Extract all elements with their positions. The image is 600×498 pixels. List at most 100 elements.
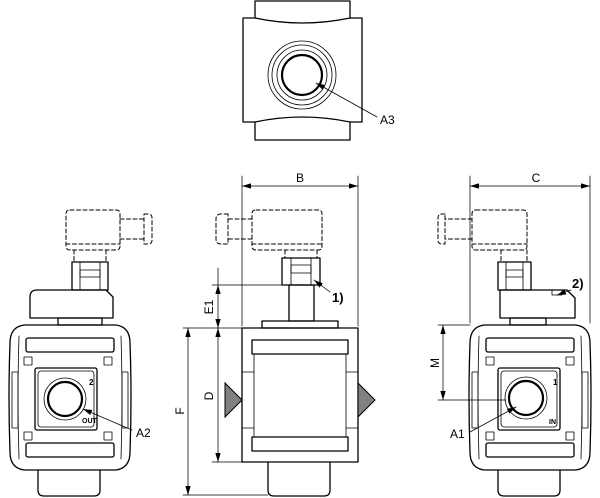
right-mounting-hole [565, 356, 575, 366]
right-body-inner-contour [477, 335, 583, 460]
port-a2-flange-inner [37, 370, 95, 428]
port-a2-marking: OUT [82, 418, 98, 425]
right-body-upper-slot [485, 337, 575, 353]
flow-direction-arrow-in-icon [224, 381, 243, 419]
right-body-bottom-block [497, 469, 561, 497]
port-a3-bore [280, 53, 324, 97]
right-body-side-tab [581, 371, 589, 429]
plug-skirt [500, 249, 528, 263]
left-plug-connector [65, 209, 153, 263]
left-body-side-tab [11, 371, 19, 429]
front-view-right [437, 209, 592, 497]
left-mounting-hole [103, 356, 113, 366]
dimension-c-label: C [532, 171, 541, 185]
side-plug-connector [215, 209, 323, 259]
left-body-bottom-block [37, 469, 101, 497]
top-view [242, 0, 378, 141]
dimension-m [437, 324, 507, 401]
left-body-outline [8, 324, 132, 471]
side-coil-base-plate [261, 320, 339, 329]
ref-1-leader [313, 279, 331, 293]
plug-skirt [73, 249, 107, 263]
left-lock-nut [71, 261, 109, 291]
left-body-lower-slot [25, 442, 115, 458]
plug-housing [471, 209, 528, 251]
right-lock-nut [497, 261, 532, 291]
port-a1-leader [469, 406, 517, 433]
plug-cable-cap [437, 213, 446, 245]
port-a2-number: 2 [89, 378, 94, 387]
dimension-e1-d-f [182, 267, 323, 496]
side-body-bottom-block [267, 461, 331, 497]
right-lock-nut-flat [505, 269, 524, 278]
dimension-c [469, 175, 591, 324]
left-coil-base-plate [57, 317, 103, 326]
right-coil-notch [551, 289, 563, 296]
side-body-lower-slot [251, 436, 349, 452]
ref-1-label: 1) [332, 290, 344, 305]
plug-cable [227, 218, 253, 240]
right-mounting-hole [485, 356, 495, 366]
port-a3-label: A3 [380, 113, 395, 127]
plug-cable-cap [143, 213, 153, 245]
side-armature-tube [288, 284, 315, 322]
right-mounting-hole [565, 431, 575, 441]
port-a1-bore [507, 379, 545, 417]
flow-direction-arrow-out-icon [357, 381, 376, 419]
port-a1-flange [497, 367, 561, 431]
plug-cable [119, 218, 145, 240]
left-mounting-hole [23, 431, 33, 441]
port-a1-marking: IN [549, 419, 556, 426]
port-a2-leader [82, 408, 133, 431]
right-body-outline [468, 324, 592, 471]
left-lock-nut-flat [79, 269, 101, 278]
top-view-lower-contour [254, 116, 351, 123]
dimension-m-label: M [428, 358, 442, 368]
side-body [241, 327, 359, 463]
port-a1-flange-inner [500, 370, 558, 428]
ref-2-leader [556, 289, 572, 296]
side-port-flange-right [345, 371, 359, 429]
side-view [215, 209, 359, 497]
dimension-e1-label: E1 [202, 299, 216, 314]
left-mounting-hole [103, 431, 113, 441]
port-a2-bore [46, 380, 84, 418]
dimension-d-label: D [202, 391, 216, 400]
left-body-side-tab [121, 371, 129, 429]
dimension-b [241, 175, 359, 327]
dimension-b-label: B [296, 171, 304, 185]
right-solenoid-coil [499, 289, 576, 319]
port-a1-label: A1 [450, 427, 465, 441]
side-port-flange-left [241, 371, 255, 429]
port-a1-outer-ring [504, 376, 548, 420]
port-a3-outer-ring [267, 40, 337, 110]
side-lock-nut-flat [290, 264, 312, 274]
left-body-upper-slot [25, 337, 115, 353]
ref-2-label: 2) [572, 276, 584, 291]
port-a3-leader [315, 82, 378, 118]
port-a2-outer-ring [43, 377, 87, 421]
port-a1-number: 1 [553, 378, 558, 387]
plug-housing [65, 209, 121, 251]
plug-housing [251, 209, 323, 251]
port-a2-flange [34, 367, 98, 431]
port-a3-middle-ring [271, 44, 333, 106]
port-a3-inner-ring [276, 49, 328, 101]
right-plug-connector [437, 209, 528, 263]
top-view-upper-contour [254, 17, 351, 24]
side-lock-nut [281, 257, 321, 286]
side-body-upper-slot [251, 339, 349, 355]
left-mounting-hole [23, 356, 33, 366]
front-view-left [8, 209, 153, 497]
plug-skirt [284, 249, 318, 259]
port-a2-label: A2 [136, 426, 151, 440]
plug-cable [444, 218, 473, 240]
left-body-inner-contour [17, 335, 123, 460]
plug-cable-cap [215, 213, 229, 245]
dimension-f-label: F [173, 407, 187, 414]
right-mounting-hole [485, 431, 495, 441]
left-solenoid-coil [29, 289, 114, 319]
top-view-outline [242, 0, 363, 141]
right-body-lower-slot [485, 442, 575, 458]
